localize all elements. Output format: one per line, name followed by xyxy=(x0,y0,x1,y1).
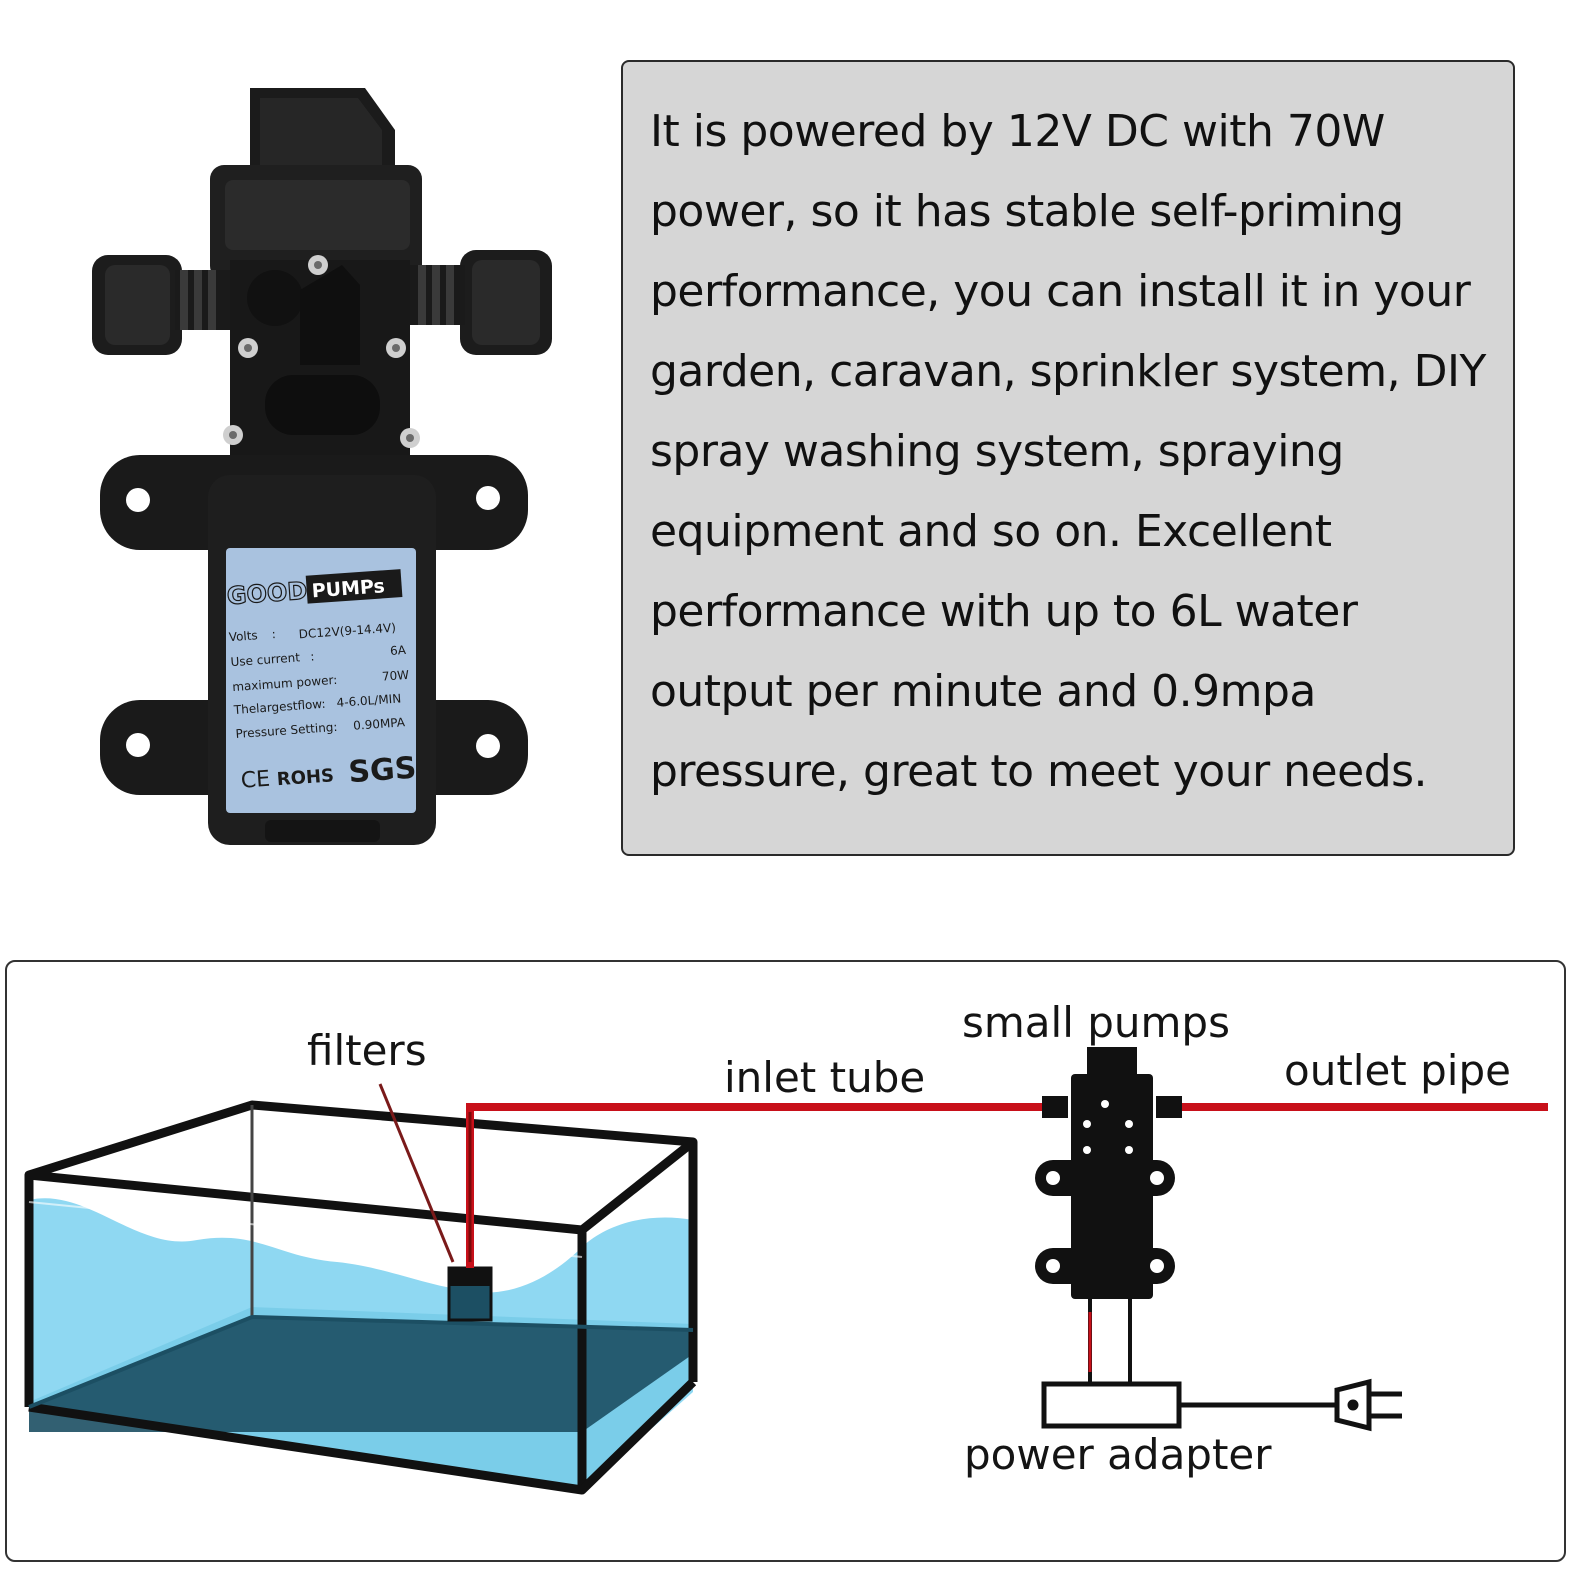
plug-icon xyxy=(1334,1378,1402,1432)
pump-head xyxy=(223,255,420,455)
small-pump-icon xyxy=(1035,1047,1182,1299)
pump-inlet-fitting xyxy=(92,255,230,355)
outlet-pipe-label: outlet pipe xyxy=(1284,1046,1511,1095)
label-spec-value: 4-6.0L/MIN xyxy=(336,691,401,709)
label-spec-value: 0.90MPA xyxy=(353,715,406,733)
label-spec-sep: : xyxy=(310,649,315,663)
pump-spec-label: GOOD PUMPs Volts : DC12V(9-14.4V) Use cu… xyxy=(225,548,417,813)
label-spec-sep: : xyxy=(271,627,276,641)
filters-pointer-line xyxy=(378,1083,455,1263)
inlet-tube-label: inlet tube xyxy=(724,1053,926,1102)
description-box: It is powered by 12V DC with 70W power, … xyxy=(621,60,1515,856)
pump-pressure-switch xyxy=(210,88,422,280)
small-pumps-label: small pumps xyxy=(962,998,1230,1047)
label-cert-ce: CE xyxy=(240,767,271,794)
label-spec-value: 70W xyxy=(381,668,409,684)
label-spec-key: Use current xyxy=(230,650,301,669)
label-cert-sgs: SGS xyxy=(347,751,417,791)
power-adapter-box xyxy=(1041,1381,1182,1429)
power-wires xyxy=(1088,1299,1132,1384)
label-brand-good: GOOD xyxy=(226,577,308,611)
label-spec-key: Volts xyxy=(228,628,258,644)
label-spec-value: 6A xyxy=(390,643,408,658)
label-brand-pumps: PUMPs xyxy=(311,575,386,602)
pump-product-image: GOOD PUMPs Volts : DC12V(9-14.4V) Use cu… xyxy=(92,88,552,845)
installation-diagram: filters inlet tube small pumps outlet pi… xyxy=(5,960,1566,1562)
label-cert-rohs: ROHS xyxy=(276,765,335,790)
label-spec-key: Thelargestflow: xyxy=(232,697,326,717)
filters-label: filters xyxy=(307,1026,427,1075)
description-text: It is powered by 12V DC with 70W power, … xyxy=(650,106,1486,797)
tank-bottom-band xyxy=(29,1317,693,1432)
power-adapter-label: power adapter xyxy=(964,1430,1272,1479)
water-tank xyxy=(24,1100,698,1495)
pump-outlet-fitting xyxy=(410,250,552,355)
label-spec-value: DC12V(9-14.4V) xyxy=(298,621,396,642)
